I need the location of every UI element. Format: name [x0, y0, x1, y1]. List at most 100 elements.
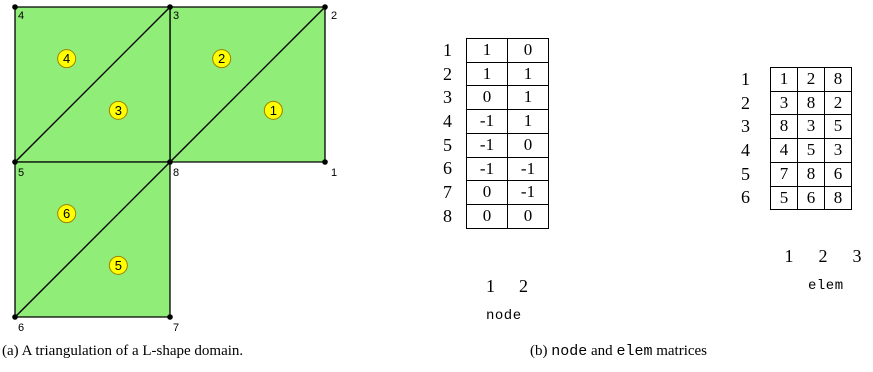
elem-cell-6-2: 6 [797, 185, 825, 211]
elem-row-label-6: 6 [741, 187, 750, 208]
element-label-3: 3 [115, 103, 122, 118]
elem-cell-1-2: 2 [797, 67, 825, 92]
node-cell-8-1: 0 [466, 203, 508, 229]
node-matrix-name: node [486, 308, 522, 324]
node-row-label-6: 6 [443, 158, 452, 179]
mesh-triangle-4 [14, 6, 172, 164]
node-cell-6-2: -1 [507, 156, 549, 182]
caption-b-and: and [587, 343, 617, 359]
elem-cell-5-1: 7 [770, 161, 798, 187]
elem-cell-1-3: 8 [824, 67, 852, 92]
node-label-3: 3 [173, 10, 179, 22]
node-cell-3-2: 1 [507, 85, 549, 111]
node-label-1: 1 [331, 167, 337, 179]
node-cell-6-1: -1 [466, 156, 508, 182]
element-marker-1 [263, 100, 283, 120]
elem-column-labels: 1 2 3 [772, 246, 873, 267]
elem-cell-5-3: 6 [824, 161, 852, 187]
elem-cell-3-2: 3 [797, 114, 825, 140]
elem-row-label-1: 1 [741, 69, 750, 89]
caption-b-suffix: matrices [652, 343, 708, 359]
element-marker-2 [212, 49, 232, 69]
node-label-8: 8 [173, 167, 179, 179]
elem-cell-3-3: 5 [824, 114, 852, 140]
elem-col-label-1: 1 [784, 246, 794, 266]
caption-b-elem: elem [616, 343, 653, 360]
elem-row-label-5: 5 [741, 163, 750, 184]
node-cell-5-2: 0 [507, 132, 549, 158]
node-label-5: 5 [18, 167, 24, 179]
node-label-2: 2 [331, 10, 337, 22]
element-label-1: 1 [270, 103, 277, 118]
caption-a: (a) A triangulation of a L-shape domain. [2, 343, 244, 359]
elem-col-label-2: 2 [818, 246, 828, 266]
node-row-label-3: 3 [443, 87, 452, 108]
elem-cell-2-2: 8 [797, 90, 825, 116]
elem-cell-4-1: 4 [770, 138, 798, 163]
node-dot-6 [12, 314, 18, 320]
node-row-label-1: 1 [443, 40, 452, 60]
node-label-4: 4 [18, 10, 24, 22]
elem-cell-6-1: 5 [770, 185, 798, 211]
node-row-7: 0-1 [466, 180, 549, 205]
elem-row-label-4: 4 [741, 140, 750, 161]
elem-cell-4-3: 3 [824, 138, 852, 163]
element-marker-4 [57, 49, 77, 69]
node-cell-4-2: 1 [507, 109, 549, 134]
element-label-2: 2 [218, 51, 225, 66]
node-cell-7-2: -1 [507, 180, 549, 205]
node-dot-8 [167, 159, 173, 165]
caption-b-prefix: (b) [530, 343, 552, 359]
elem-matrix-name: elem [808, 278, 844, 294]
elem-cell-5-2: 8 [797, 161, 825, 187]
elem-cell-2-3: 2 [824, 90, 852, 116]
node-label-6: 6 [18, 322, 24, 334]
element-label-5: 5 [115, 258, 122, 273]
node-dot-1 [322, 159, 328, 165]
mesh-triangle-6 [14, 161, 172, 319]
node-dot-7 [167, 314, 173, 320]
node-dot-3 [167, 4, 173, 10]
node-dot-5 [12, 159, 18, 165]
node-cell-2-1: 1 [466, 61, 508, 87]
elem-cell-4-2: 5 [797, 138, 825, 163]
node-row-6: -1-1 [466, 156, 549, 182]
elem-cell-1-1: 1 [770, 67, 798, 92]
element-label-6: 6 [63, 206, 70, 221]
node-row-label-4: 4 [443, 111, 452, 132]
elem-cell-6-3: 8 [824, 185, 852, 211]
node-col-label-1: 1 [486, 276, 495, 296]
node-cell-3-1: 0 [466, 85, 508, 111]
node-cell-8-2: 0 [507, 203, 549, 229]
elem-col-label-3: 3 [852, 246, 862, 266]
node-row-label-2: 2 [443, 63, 452, 84]
node-cell-1-1: 1 [466, 38, 508, 63]
element-label-4: 4 [63, 51, 70, 66]
node-cell-5-1: -1 [466, 132, 508, 158]
element-marker-3 [108, 100, 128, 120]
node-dot-2 [322, 4, 328, 10]
caption-b-node: node [551, 343, 588, 360]
elem-cell-2-1: 3 [770, 90, 798, 116]
node-cell-1-2: 0 [507, 38, 549, 63]
elem-row-label-3: 3 [741, 116, 750, 137]
node-cell-2-2: 1 [507, 61, 549, 87]
elem-row-label-2: 2 [741, 92, 750, 113]
node-dot-4 [12, 4, 18, 10]
